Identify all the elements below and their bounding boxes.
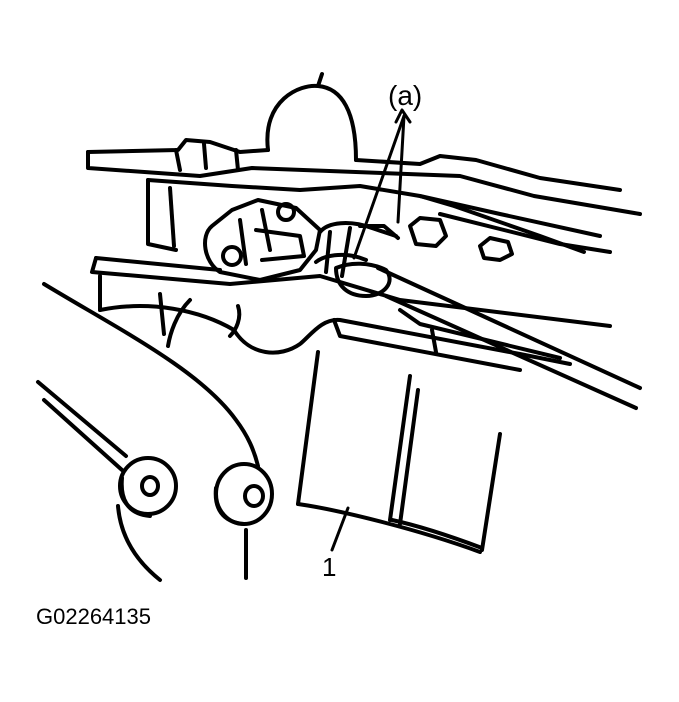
plug-left [118, 456, 178, 518]
bolt-heads [408, 216, 514, 262]
transmission-case-flange [90, 256, 612, 372]
callout-a-label: (a) [388, 80, 423, 111]
oil-pan [296, 350, 502, 554]
detent-spring-bracket [203, 198, 322, 282]
figure-id-caption: G02264135 [36, 604, 151, 629]
left-housing [36, 282, 260, 582]
fluid-pipe-clamps [314, 221, 642, 410]
valve-body-housing [86, 72, 642, 254]
callout-1-label: 1 [322, 552, 337, 582]
callout-a-leaders [352, 108, 412, 260]
plug-right [213, 462, 274, 526]
